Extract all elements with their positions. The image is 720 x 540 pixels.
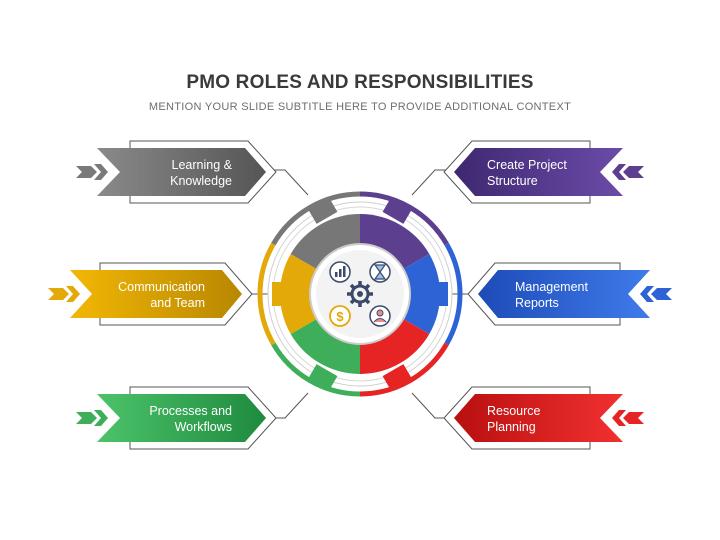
chevron-icon xyxy=(66,286,80,302)
role-label-line2: Reports xyxy=(515,296,559,310)
role-communication-team: Communication and Team xyxy=(48,262,253,326)
chevron-icon xyxy=(651,288,672,300)
svg-text:$: $ xyxy=(336,309,344,324)
hourglass-icon xyxy=(369,261,391,283)
role-label-line2: Knowledge xyxy=(170,174,232,188)
chevron-icon xyxy=(623,412,644,424)
banner xyxy=(97,148,266,196)
chart-icon xyxy=(329,261,351,283)
chevron-icon xyxy=(623,166,644,178)
role-processes-workflows: Processes and Workflows xyxy=(76,386,277,450)
outer-ring xyxy=(257,191,463,397)
role-label-line1: Create Project xyxy=(487,158,567,172)
banner xyxy=(97,394,266,442)
role-create-project-structure: Create Project Structure xyxy=(443,140,644,204)
role-label-line1: Learning & xyxy=(172,158,233,172)
banner xyxy=(70,270,242,318)
chevron-icon xyxy=(94,410,108,426)
chevron-icon xyxy=(76,166,97,178)
role-label-line1: Management xyxy=(515,280,588,294)
banner xyxy=(478,270,650,318)
person-icon xyxy=(369,305,391,327)
role-resource-planning: Resource Planning xyxy=(443,386,644,450)
role-label-line2: Planning xyxy=(487,420,536,434)
chevron-icon xyxy=(612,164,626,180)
chevron-icon xyxy=(48,288,69,300)
page-subtitle: MENTION YOUR SLIDE SUBTITLE HERE TO PROV… xyxy=(148,101,572,113)
page-title: PMO ROLES AND RESPONSIBILITIES xyxy=(186,72,534,93)
center-wheel: $ xyxy=(257,191,463,397)
dollar-icon: $ xyxy=(329,305,351,327)
chevron-icon xyxy=(76,412,97,424)
chevron-icon xyxy=(94,164,108,180)
role-label-line2: Workflows xyxy=(175,420,232,434)
role-learning-knowledge: Learning & Knowledge xyxy=(76,140,277,204)
role-label-line2: and Team xyxy=(150,296,205,310)
role-label-line1: Communication xyxy=(118,280,205,294)
role-management-reports: Management Reports xyxy=(467,262,672,326)
banner xyxy=(454,394,623,442)
role-label-line1: Resource xyxy=(487,404,541,418)
role-label-line2: Structure xyxy=(487,174,538,188)
chevron-icon xyxy=(612,410,626,426)
role-label-line1: Processes and xyxy=(149,404,232,418)
chevron-icon xyxy=(640,286,654,302)
banner xyxy=(454,148,623,196)
gear-icon xyxy=(347,281,373,307)
